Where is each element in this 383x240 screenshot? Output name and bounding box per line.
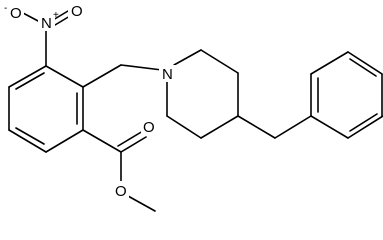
ester-o-label: O <box>115 183 127 200</box>
methylene-linker <box>82 64 163 88</box>
structure-canvas: N + O - O N <box>4 2 383 212</box>
nitro-n-label: N <box>41 15 52 32</box>
nitro-n-charge: + <box>53 10 59 21</box>
piperidine-n-label: N <box>162 66 173 83</box>
benzyl-group <box>237 115 312 139</box>
methyl-ester-group: O O <box>82 117 158 212</box>
phenyl-ring <box>310 51 383 139</box>
nitro-group: N + O - O <box>4 2 85 67</box>
carbonyl-o-label: O <box>143 119 155 136</box>
nitro-o-left-charge: - <box>4 3 7 14</box>
chemical-structure: N + O - O N <box>4 2 383 212</box>
benzoate-ring <box>8 65 84 153</box>
nitro-o-top-label: O <box>71 3 83 20</box>
nitro-o-left-label: O <box>10 5 22 22</box>
piperidine-ring: N <box>159 49 239 139</box>
